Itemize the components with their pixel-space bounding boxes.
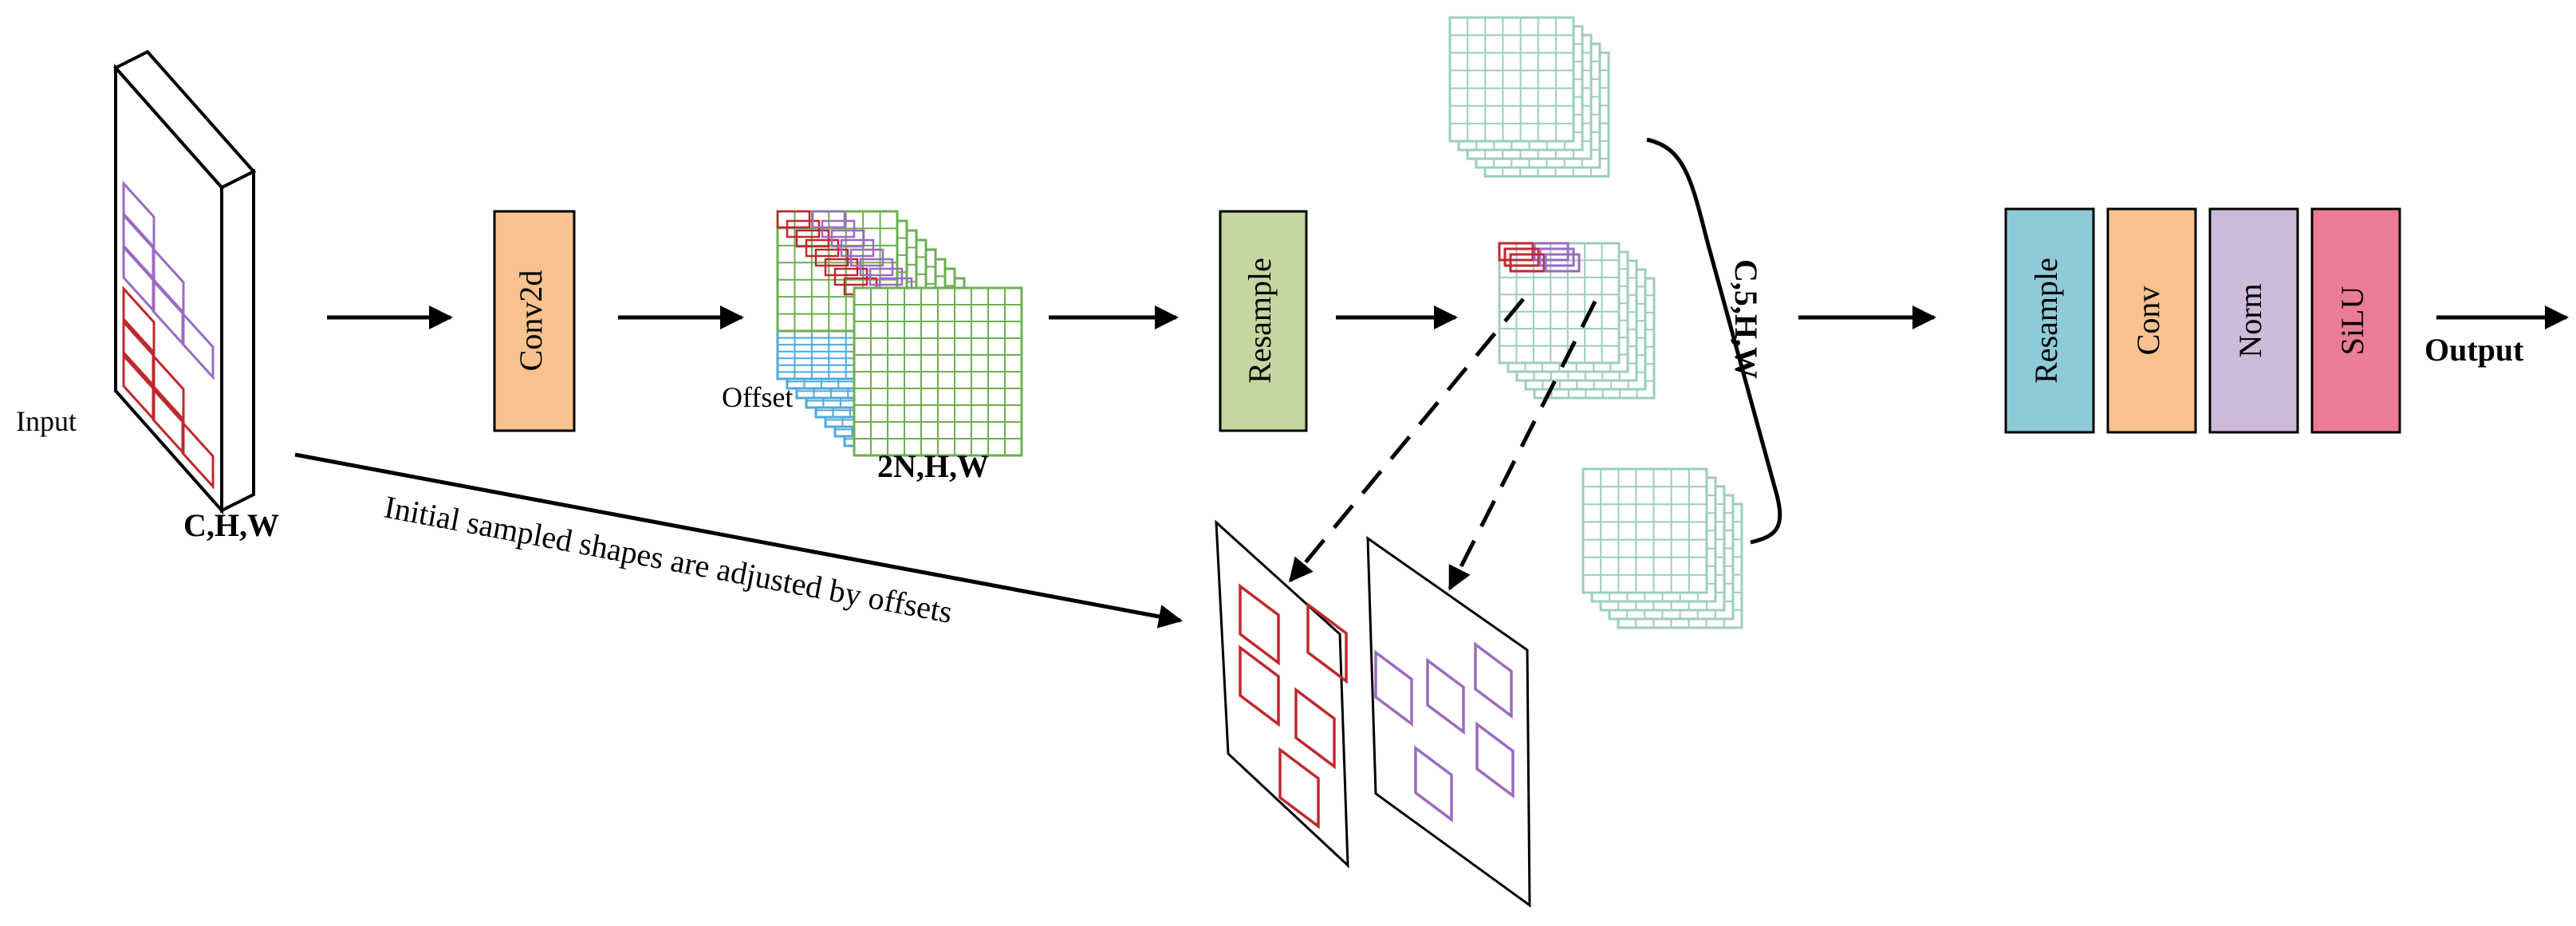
sampled-purple-cell [1538, 247, 1575, 267]
deformed-red-shape [1239, 583, 1280, 666]
offset-red-cell [824, 258, 859, 277]
stack-dims-label: C,5,H,W [1728, 259, 1764, 379]
input-sample-shapes [122, 180, 215, 490]
input-feature-map [112, 49, 257, 515]
deformed-red-shape [1239, 644, 1280, 727]
sampled-red-cell [1498, 242, 1534, 262]
bottom-stack-layer [1581, 467, 1708, 594]
sampled-stack-top [1448, 16, 1610, 178]
offset-dims-label: 2N,H,W [877, 448, 989, 484]
norm-block [2208, 207, 2299, 434]
offset-purple-cell [859, 258, 894, 277]
deformed-purple-shape [1414, 745, 1453, 823]
input-red-shape [152, 353, 185, 423]
offset-purple-cell [811, 210, 846, 229]
conv2d-block [493, 210, 576, 432]
input-dims-label: C,H,W [183, 507, 279, 543]
purple-sample-shapes [1374, 641, 1514, 823]
offset-purple-cell [840, 238, 875, 258]
resample-block [1219, 210, 1308, 432]
offset-purple-cell [830, 229, 865, 248]
resample2-block [2004, 207, 2095, 434]
conv-block [2106, 207, 2197, 434]
offset-purple-cell [821, 219, 856, 238]
offset-red-cell [786, 219, 821, 238]
deformed-purple-shape [1474, 641, 1513, 719]
resample2-label: Resample [2028, 258, 2064, 384]
offset-red-cell [814, 248, 849, 267]
output-label: Output [2424, 332, 2524, 368]
dashed-arrow-to-purple-plane [1448, 300, 1597, 591]
red-sample-shapes [1239, 583, 1348, 829]
silu-block [2310, 207, 2401, 434]
purple-sample-plane [1366, 536, 1531, 908]
conv-label: Conv [2130, 286, 2166, 356]
red-sample-plane [1215, 519, 1349, 869]
offset-red-cell [833, 267, 869, 286]
top-stack-layer [1448, 16, 1575, 143]
offset-red-cell [776, 210, 811, 229]
sampled-red-cell [1509, 253, 1546, 273]
offset-purple-cell [869, 267, 904, 286]
input-label: Input [16, 405, 77, 437]
sampled-stack-middle [1498, 242, 1656, 400]
offset-purple-cell [849, 248, 884, 267]
sampled-red-cell [1503, 247, 1540, 267]
sampled-stack-bottom [1581, 467, 1743, 629]
offset-label: Offset [722, 381, 793, 413]
sampled-purple-cell [1544, 253, 1581, 273]
deformed-red-shape [1294, 687, 1336, 770]
conv2d-label: Conv2d [513, 270, 549, 372]
deformed-purple-shape [1426, 657, 1465, 735]
adjust-caption: Initial sampled shapes are adjusted by o… [381, 489, 955, 630]
arrow-input-to-planes [294, 452, 1183, 628]
sampled-purple-cell [1533, 242, 1570, 262]
deformed-purple-shape [1475, 721, 1514, 799]
deformed-purple-shape [1374, 649, 1413, 727]
offset-tensor [776, 210, 1023, 457]
deformed-red-shape [1278, 747, 1320, 829]
norm-label: Norm [2232, 283, 2268, 357]
stack-bracket [1646, 137, 1782, 545]
silu-label: SiLU [2334, 286, 2370, 356]
offset-red-cell [795, 229, 830, 248]
offset-red-cell [805, 238, 840, 258]
input-red-shape [122, 286, 156, 356]
deformed-red-shape [1306, 601, 1348, 684]
input-purple-shape [181, 310, 215, 380]
input-red-shape [181, 420, 215, 490]
dashed-arrow-to-red-plane [1289, 298, 1525, 583]
resample-label: Resample [1242, 258, 1278, 384]
